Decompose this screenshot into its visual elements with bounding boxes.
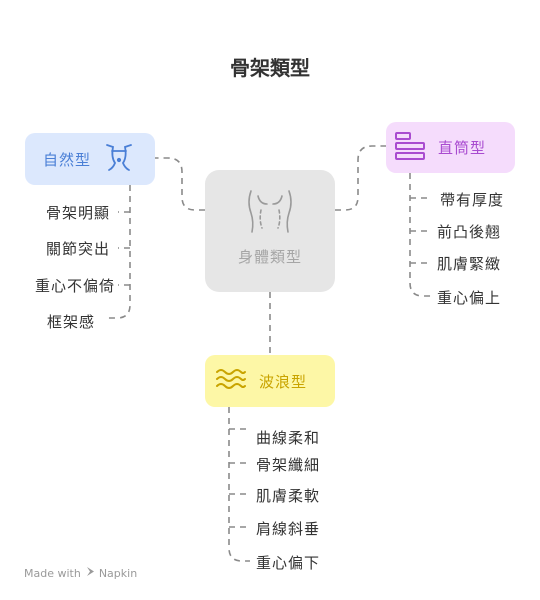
connector-wave-leaves	[228, 407, 250, 562]
leaf-natural-1: 骨架明顯	[45, 204, 110, 222]
stacked-bars-icon	[394, 130, 426, 166]
leaf-wave-4: 肩線斜垂	[256, 520, 321, 538]
leaf-straight-4: 重心偏上	[437, 289, 502, 307]
branch-label-natural: 自然型	[43, 150, 92, 169]
leaf-wave-5: 重心偏下	[256, 554, 321, 572]
leaf-wave-2: 骨架纖細	[256, 456, 321, 474]
connector-center-natural	[155, 157, 205, 211]
torso-icon	[245, 188, 295, 238]
center-label: 身體類型	[237, 248, 302, 266]
leaf-straight-2: 前凸後翹	[437, 223, 502, 241]
branch-label-straight: 直筒型	[438, 139, 487, 157]
center-node: 身體類型	[205, 170, 335, 292]
leaf-straight-3: 肌膚緊緻	[437, 255, 502, 273]
waist-silhouette-icon	[103, 141, 135, 177]
leaf-natural-4: 框架感	[46, 313, 95, 331]
leaf-natural-2: 關節突出	[45, 240, 110, 258]
footer-brand: Napkin	[98, 566, 138, 580]
branch-node-wave: 波浪型	[205, 355, 335, 407]
leaf-straight-1: 帶有厚度	[440, 191, 505, 209]
leaf-wave-1: 曲線柔和	[256, 429, 321, 447]
branch-node-natural: 自然型	[25, 133, 155, 185]
connector-center-straight	[335, 145, 386, 211]
page-title: 骨架類型	[230, 56, 310, 80]
footer-attribution[interactable]: Made with Napkin	[24, 566, 137, 580]
waves-icon	[215, 363, 247, 399]
branch-node-straight: 直筒型	[386, 122, 515, 173]
napkin-logo-icon	[85, 566, 96, 580]
connector-straight-leaves	[409, 173, 432, 297]
branch-label-wave: 波浪型	[259, 372, 308, 391]
footer-prefix: Made with	[24, 566, 81, 580]
leaf-wave-3: 肌膚柔軟	[256, 487, 321, 505]
leaf-natural-3: 重心不偏倚	[34, 277, 115, 295]
